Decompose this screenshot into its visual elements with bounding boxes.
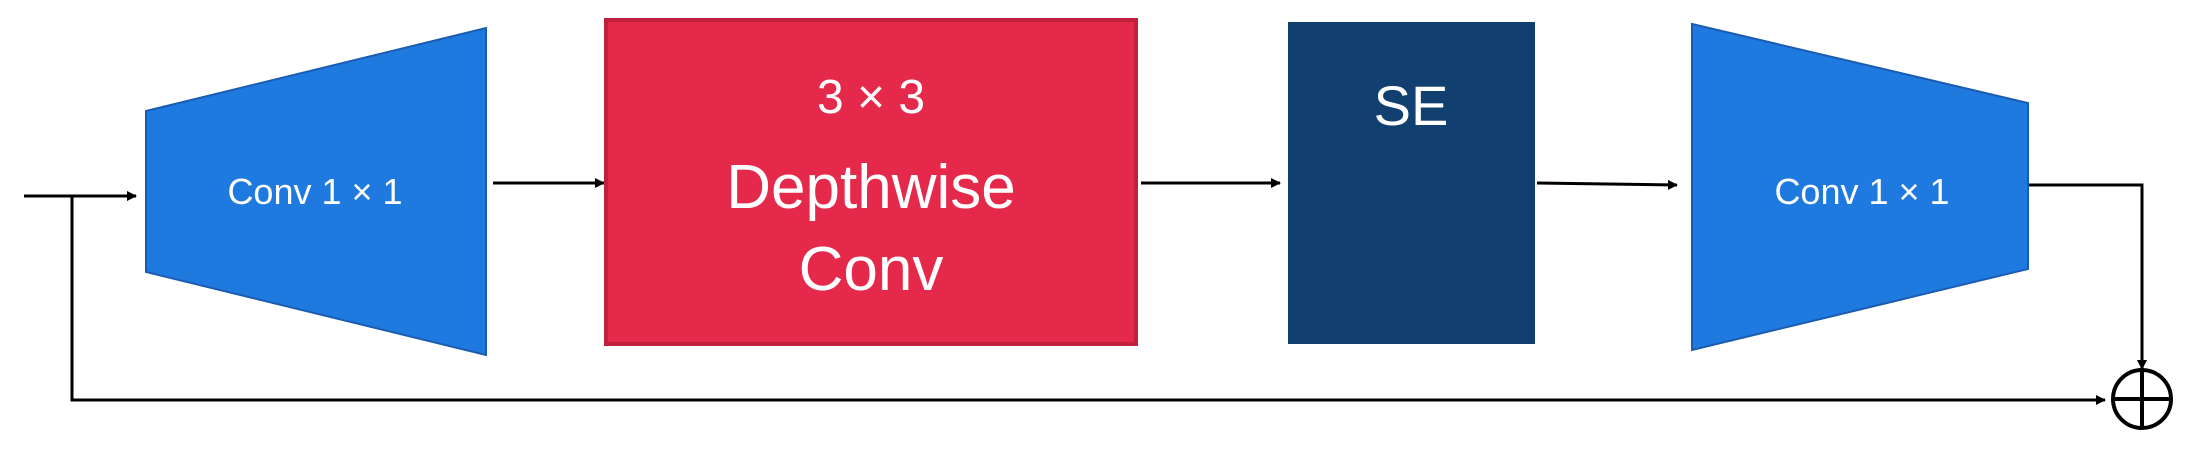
output-to-sum-line bbox=[2029, 183, 2147, 370]
depthwise-kernel-label: 3 × 3 bbox=[817, 71, 925, 124]
depthwise-title: Depthwise bbox=[726, 153, 1015, 222]
skip-connection-line bbox=[70, 196, 2106, 405]
depthwise-conv-block bbox=[604, 18, 1138, 346]
se-block bbox=[1288, 22, 1535, 344]
depthwise-subtitle: Conv bbox=[799, 235, 944, 304]
conv-in-block bbox=[145, 26, 487, 357]
conv-in-label: Conv 1 × 1 bbox=[227, 171, 402, 212]
arrow-se-to-conv-out bbox=[1536, 179, 1678, 190]
circled-plus-icon bbox=[2111, 368, 2173, 430]
conv-out-label: Conv 1 × 1 bbox=[1774, 171, 1949, 212]
conv-out-block bbox=[1691, 22, 2029, 352]
se-label: SE bbox=[1374, 74, 1449, 137]
